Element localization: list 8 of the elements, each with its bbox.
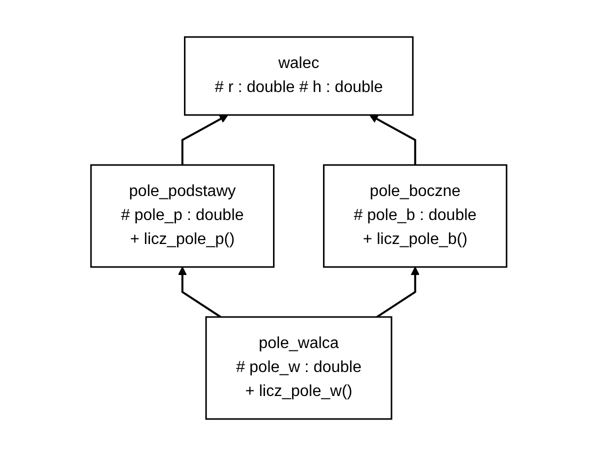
node-box: walec # r : double # h : double — [184, 36, 414, 116]
node-box: pole_boczne # pole_b : double + licz_pole_b() — [322, 164, 508, 268]
node-box: pole_walca # pole_w : double + licz_pole_w() — [205, 316, 392, 420]
arrow — [369, 114, 416, 164]
node-box: pole_podstawy # pole_p : double + licz_pole_p() — [90, 164, 274, 268]
arrow — [178, 266, 221, 318]
arrow — [181, 114, 228, 164]
arrow — [376, 266, 420, 318]
